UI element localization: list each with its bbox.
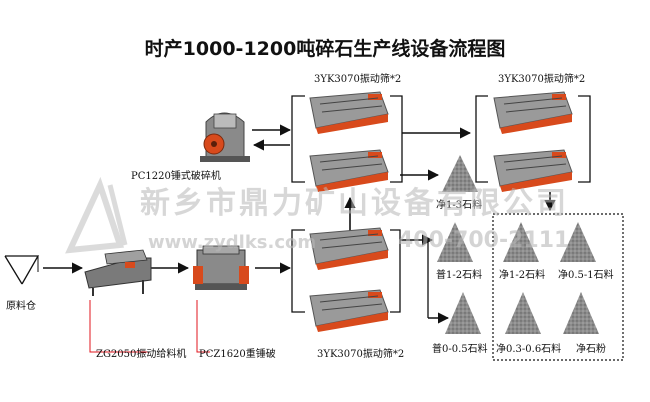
bracket-bottom-right [390, 229, 401, 313]
stone-pile-p0-05 [445, 292, 481, 334]
heavy-crusher-leader-line [196, 300, 210, 353]
bracket-top-right [475, 95, 488, 183]
label-stone-p1-2: 普1-2石料 [436, 270, 483, 281]
label-hammer-crusher: PC1220锤式破碎机 [131, 171, 221, 182]
label-stone-powder: 净石粉 [576, 344, 606, 355]
hammer-crusher-icon [200, 112, 250, 162]
vibrating-screen-icon [309, 289, 389, 332]
flow-arrows [43, 124, 556, 324]
heavy-crusher-icon [193, 245, 249, 290]
feeder-leader-line [89, 300, 150, 353]
label-stone-1-2: 净1-2石料 [499, 270, 546, 281]
watermark-logo-icon [65, 176, 128, 254]
raw-bin-icon [4, 255, 40, 285]
vibrating-screen-icon [309, 149, 389, 192]
bracket-top-right-right [578, 95, 591, 183]
label-stone-1-3: 净1-3石料 [436, 200, 483, 211]
watermark-phone: 400-700-2111 [398, 228, 570, 253]
stone-pile-powder [563, 292, 599, 334]
label-stone-p0-05: 普0-0.5石料 [432, 344, 488, 355]
stone-pile-p1-2 [437, 222, 473, 262]
page-title: 时产1000-1200吨碎石生产线设备流程图 [144, 38, 506, 60]
bracket-top-left [291, 95, 305, 183]
label-stone-05-1: 净0.5-1石料 [558, 270, 614, 281]
vibrating-screen-icon [493, 91, 573, 134]
vibrating-screen-icon [309, 91, 389, 134]
label-heavy-crusher: PCZ1620重锤破 [199, 349, 276, 360]
watermark-company: 新乡市鼎力矿山设备有限公司 [140, 186, 569, 221]
stone-pile-05-1 [560, 222, 596, 262]
vibrating-screen-icon [493, 149, 573, 192]
red-leader-lines [89, 300, 210, 353]
stone-pile-1-3 [442, 155, 478, 192]
label-screen-bottom: 3YK3070振动筛*2 [317, 349, 405, 360]
label-feeder: ZG2050振动给料机 [96, 349, 187, 360]
label-stone-03-06: 净0.3-0.6石料 [496, 344, 562, 355]
product-box [492, 213, 624, 361]
vibrating-feeder-icon [84, 249, 152, 296]
stone-pile-1-2 [503, 222, 539, 262]
label-screen-top-left: 3YK3070振动筛*2 [314, 74, 402, 85]
bracket-bottom [291, 229, 305, 313]
vibrating-screen-icon [309, 227, 389, 270]
label-raw-bin: 原料仓 [6, 301, 36, 312]
brackets [291, 95, 591, 318]
stone-pile-03-06 [505, 292, 541, 334]
watermark-url: www.zydlks.com [148, 232, 317, 253]
bracket-top-left-right [390, 95, 403, 183]
label-screen-top-right: 3YK3070振动筛*2 [498, 74, 586, 85]
